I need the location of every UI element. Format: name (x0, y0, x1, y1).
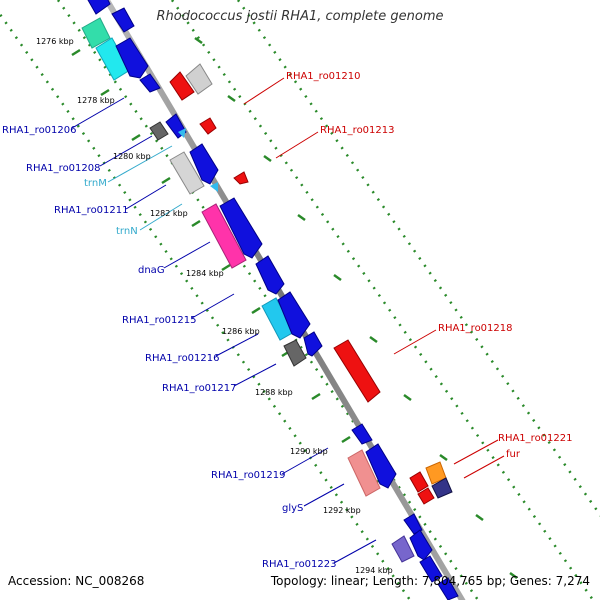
gene-block[interactable] (189, 143, 219, 185)
trnm-marker[interactable] (178, 128, 186, 138)
kbp-label: 1276 kbp (36, 37, 74, 46)
kbp-label: 1280 kbp (113, 152, 151, 161)
gene-block[interactable] (199, 117, 217, 135)
genes-forward-strand (81, 0, 459, 601)
gene-block[interactable] (431, 477, 453, 499)
gene-block[interactable] (403, 513, 423, 535)
kbp-scale-labels: 1276 kbp 1278 kbp 1280 kbp 1282 kbp 1284… (36, 37, 393, 575)
gene-label[interactable]: RHA1_ro01213 (320, 125, 395, 136)
gene-label[interactable]: RHA1_ro01208 (26, 163, 101, 174)
kbp-label: 1290 kbp (290, 447, 328, 456)
gene-block[interactable] (169, 71, 195, 101)
gene-block[interactable] (87, 0, 111, 15)
gene-label[interactable]: RHA1_ro01219 (211, 470, 286, 481)
gene-block[interactable] (81, 17, 111, 49)
gene-label[interactable]: RHA1_ro01223 (262, 559, 337, 570)
kbp-label: 1284 kbp (186, 269, 224, 278)
gene-block[interactable] (219, 197, 263, 259)
kbp-label: 1286 kbp (222, 327, 260, 336)
gene-block[interactable] (417, 487, 435, 505)
gene-block[interactable] (283, 339, 307, 367)
gene-block[interactable] (419, 555, 443, 583)
gene-block[interactable] (233, 171, 249, 185)
gene-label[interactable]: RHA1_ro01215 (122, 315, 197, 326)
gene-labels-right: RHA1_ro01210 RHA1_ro01213 RHA1_ro01218 R… (286, 71, 573, 460)
gene-block[interactable] (111, 7, 135, 33)
gene-block[interactable] (365, 443, 397, 489)
gene-block[interactable] (351, 423, 373, 445)
gene-block[interactable] (149, 121, 169, 141)
gene-block[interactable] (185, 63, 213, 95)
genome-summary-text: Topology: linear; Length: 7,804,765 bp; … (270, 574, 590, 588)
trnn-marker[interactable] (210, 182, 218, 192)
gene-label[interactable]: RHA1_ro01211 (54, 205, 129, 216)
genes-reverse-strand (169, 63, 453, 505)
kbp-label: 1292 kbp (323, 506, 361, 515)
gene-block[interactable] (255, 255, 285, 295)
gene-label[interactable]: RHA1_ro01216 (145, 353, 220, 364)
gene-label[interactable]: glyS (282, 503, 303, 514)
gene-label[interactable]: trnM (84, 178, 107, 189)
accession-text: Accession: NC_008268 (8, 574, 145, 588)
gene-label[interactable]: RHA1_ro01210 (286, 71, 361, 82)
kbp-label: 1294 kbp (355, 566, 393, 575)
gene-block[interactable] (115, 37, 149, 79)
gene-label[interactable]: dnaG (138, 265, 165, 276)
gene-label[interactable]: RHA1_ro01206 (2, 125, 77, 136)
kbp-label: 1288 kbp (255, 388, 293, 397)
gene-label[interactable]: trnN (116, 226, 138, 237)
gene-block[interactable] (277, 291, 311, 339)
gene-block[interactable] (391, 535, 415, 563)
gene-block[interactable] (347, 449, 381, 497)
gene-block[interactable] (169, 151, 205, 195)
gene-label[interactable]: RHA1_ro01217 (162, 383, 237, 394)
gene-block[interactable] (333, 339, 381, 403)
gene-label[interactable]: RHA1_ro01221 (498, 433, 573, 444)
kbp-label: 1278 kbp (77, 96, 115, 105)
gene-block[interactable] (409, 471, 429, 493)
gene-block[interactable] (303, 331, 323, 357)
gene-block[interactable] (201, 203, 247, 269)
gene-block[interactable] (139, 73, 161, 93)
kbp-label: 1282 kbp (150, 209, 188, 218)
gene-label[interactable]: fur (506, 449, 521, 460)
gene-labels-left: RHA1_ro01206 RHA1_ro01208 trnM RHA1_ro01… (2, 125, 337, 570)
leader-lines (71, 77, 505, 564)
gene-label[interactable]: RHA1_ro01218 (438, 323, 513, 334)
map-title: Rhodococcus jostii RHA1, complete genome (156, 9, 444, 24)
gene-block[interactable] (409, 529, 433, 561)
gene-block[interactable] (437, 577, 459, 601)
